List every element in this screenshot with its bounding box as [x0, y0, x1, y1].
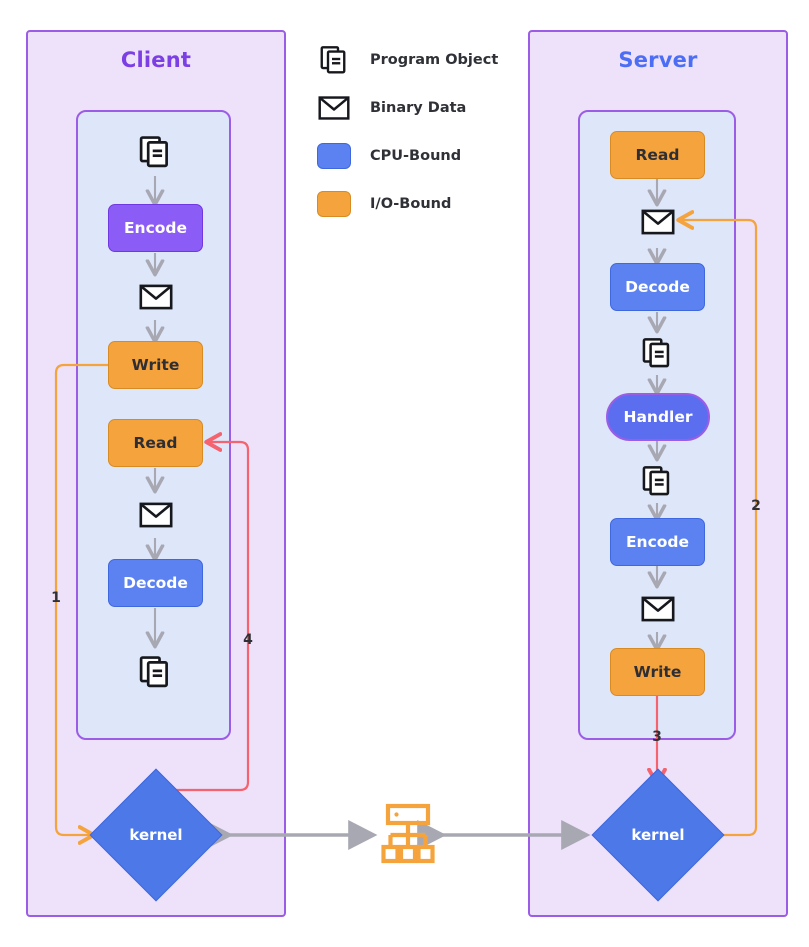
legend-key-cpu-bound — [312, 143, 356, 169]
legend-label-binary-data: Binary Data — [370, 100, 467, 116]
envelope-icon — [641, 209, 675, 235]
flow-edge-label-3: 3 — [652, 729, 662, 745]
client-encode-node[interactable]: Encode — [108, 204, 203, 252]
server-encode-node[interactable]: Encode — [610, 518, 705, 566]
client-write-node[interactable]: Write — [108, 341, 203, 389]
document-stack-icon — [139, 136, 168, 168]
client-binary-data-in — [133, 492, 179, 538]
legend-key-io-bound — [312, 191, 356, 217]
server-read-node[interactable]: Read — [610, 131, 705, 179]
flow-edge-label-4: 4 — [243, 632, 253, 648]
envelope-icon — [139, 502, 173, 528]
blue-swatch-icon — [317, 143, 351, 169]
legend-label-io-bound: I/O-Bound — [370, 196, 452, 212]
client-program-object-in — [131, 128, 179, 176]
server-write-node[interactable]: Write — [610, 648, 705, 696]
legend-label-program-object: Program Object — [370, 52, 499, 68]
document-stack-icon — [320, 46, 346, 74]
legend-item-io-bound: I/O-Bound — [312, 180, 522, 228]
server-binary-data-out — [635, 586, 681, 632]
flow-edge-label-1: 1 — [51, 590, 61, 606]
client-kernel-label: kernel — [129, 826, 183, 844]
server-kernel-label: kernel — [631, 826, 685, 844]
server-program-object-in — [633, 330, 681, 376]
legend-item-binary-data: Binary Data — [312, 84, 522, 132]
server-handler-node[interactable]: Handler — [606, 393, 710, 441]
client-kernel-node[interactable]: kernel — [89, 768, 223, 902]
flow-edge-label-2: 2 — [751, 498, 761, 514]
client-decode-node[interactable]: Decode — [108, 559, 203, 607]
envelope-icon — [318, 96, 350, 120]
client-binary-data-out — [133, 274, 179, 320]
client-program-object-out — [131, 648, 179, 696]
envelope-icon — [139, 284, 173, 310]
client-read-node[interactable]: Read — [108, 419, 203, 467]
server-binary-data-in — [635, 199, 681, 245]
orange-swatch-icon — [317, 191, 351, 217]
legend-item-cpu-bound: CPU-Bound — [312, 132, 522, 180]
legend-item-program-object: Program Object — [312, 36, 522, 84]
legend-label-cpu-bound: CPU-Bound — [370, 148, 462, 164]
network-node[interactable] — [378, 798, 438, 872]
server-decode-node[interactable]: Decode — [610, 263, 705, 311]
legend-key-binary-data — [312, 94, 356, 122]
document-stack-icon — [642, 466, 670, 496]
legend: Program Object Binary Data CPU-Bound I/O… — [312, 36, 522, 228]
document-stack-icon — [139, 656, 168, 688]
legend-key-program-object — [312, 45, 356, 75]
server-panel-title: Server — [618, 48, 698, 72]
document-stack-icon — [642, 338, 670, 368]
client-panel-title: Client — [120, 48, 192, 72]
network-nodes-icon — [381, 803, 435, 864]
envelope-icon — [641, 596, 675, 622]
server-kernel-node[interactable]: kernel — [591, 768, 725, 902]
server-program-object-out — [633, 458, 681, 504]
